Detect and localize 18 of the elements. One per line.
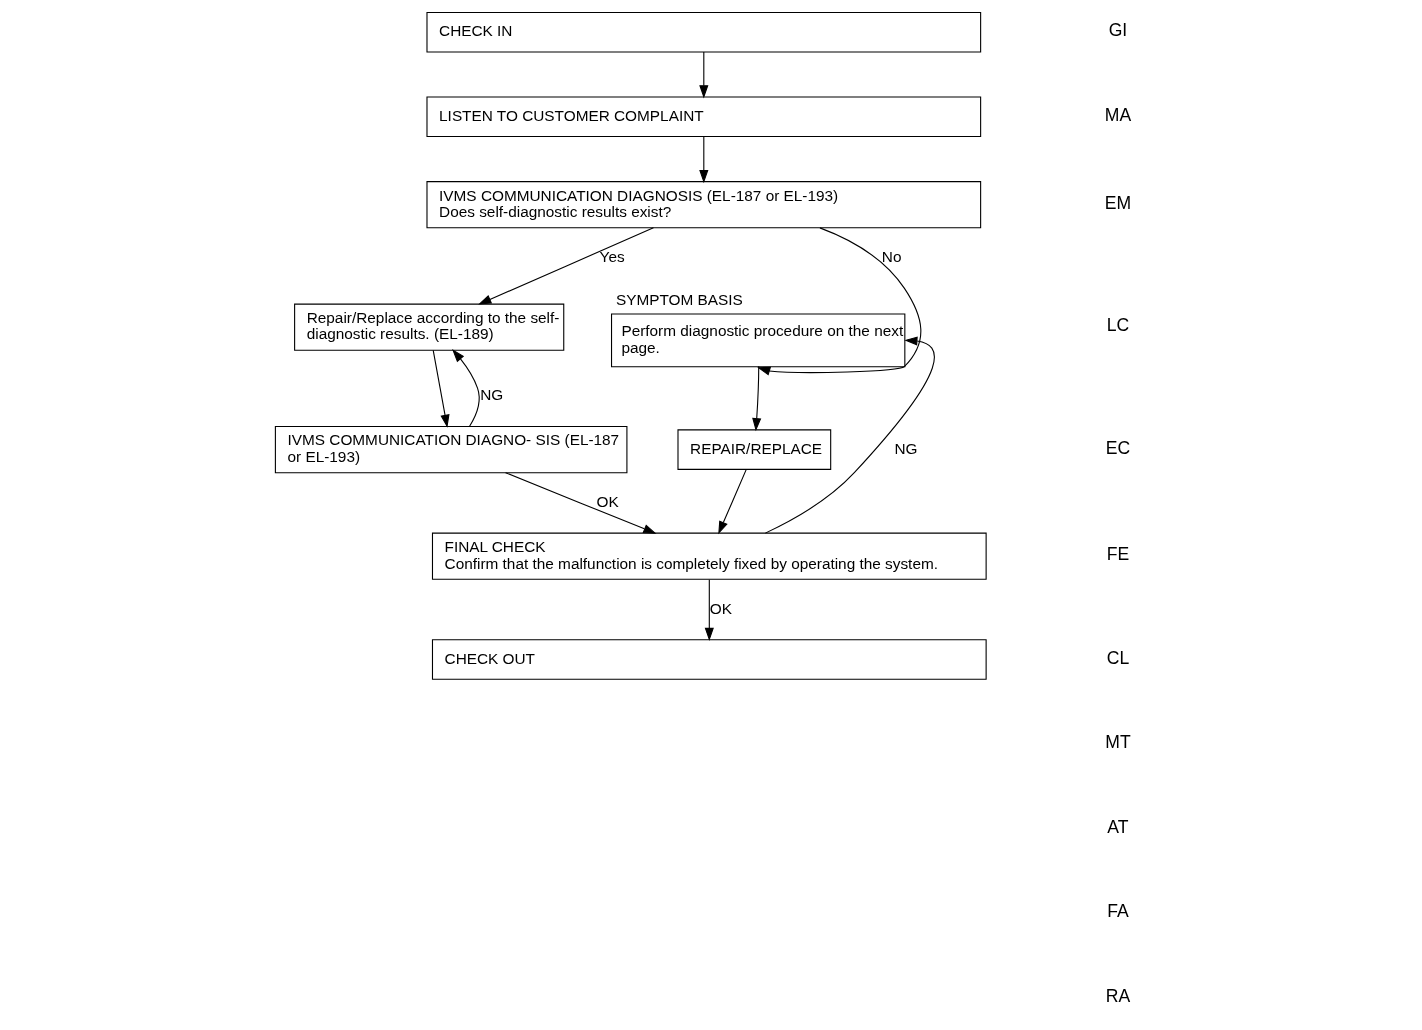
label: AT xyxy=(1106,816,1129,837)
edge-label: NG xyxy=(893,439,917,457)
label: GI xyxy=(1108,20,1127,41)
label: EM xyxy=(1104,192,1131,213)
edge-label: OK xyxy=(596,492,619,510)
edge-label: No xyxy=(881,248,901,266)
label: CL xyxy=(1106,647,1129,668)
label: MT xyxy=(1104,732,1131,753)
label: LC xyxy=(1106,315,1129,336)
edge-label: OK xyxy=(709,599,732,617)
node-label: SYMPTOM BASIS xyxy=(615,291,743,309)
edge-label: Yes xyxy=(599,248,625,266)
edge-label: NG xyxy=(479,386,503,404)
label: FE xyxy=(1106,544,1129,565)
label: MA xyxy=(1104,104,1131,125)
label: RA xyxy=(1105,985,1130,1006)
label: EC xyxy=(1105,437,1130,458)
label: FA xyxy=(1106,901,1129,922)
